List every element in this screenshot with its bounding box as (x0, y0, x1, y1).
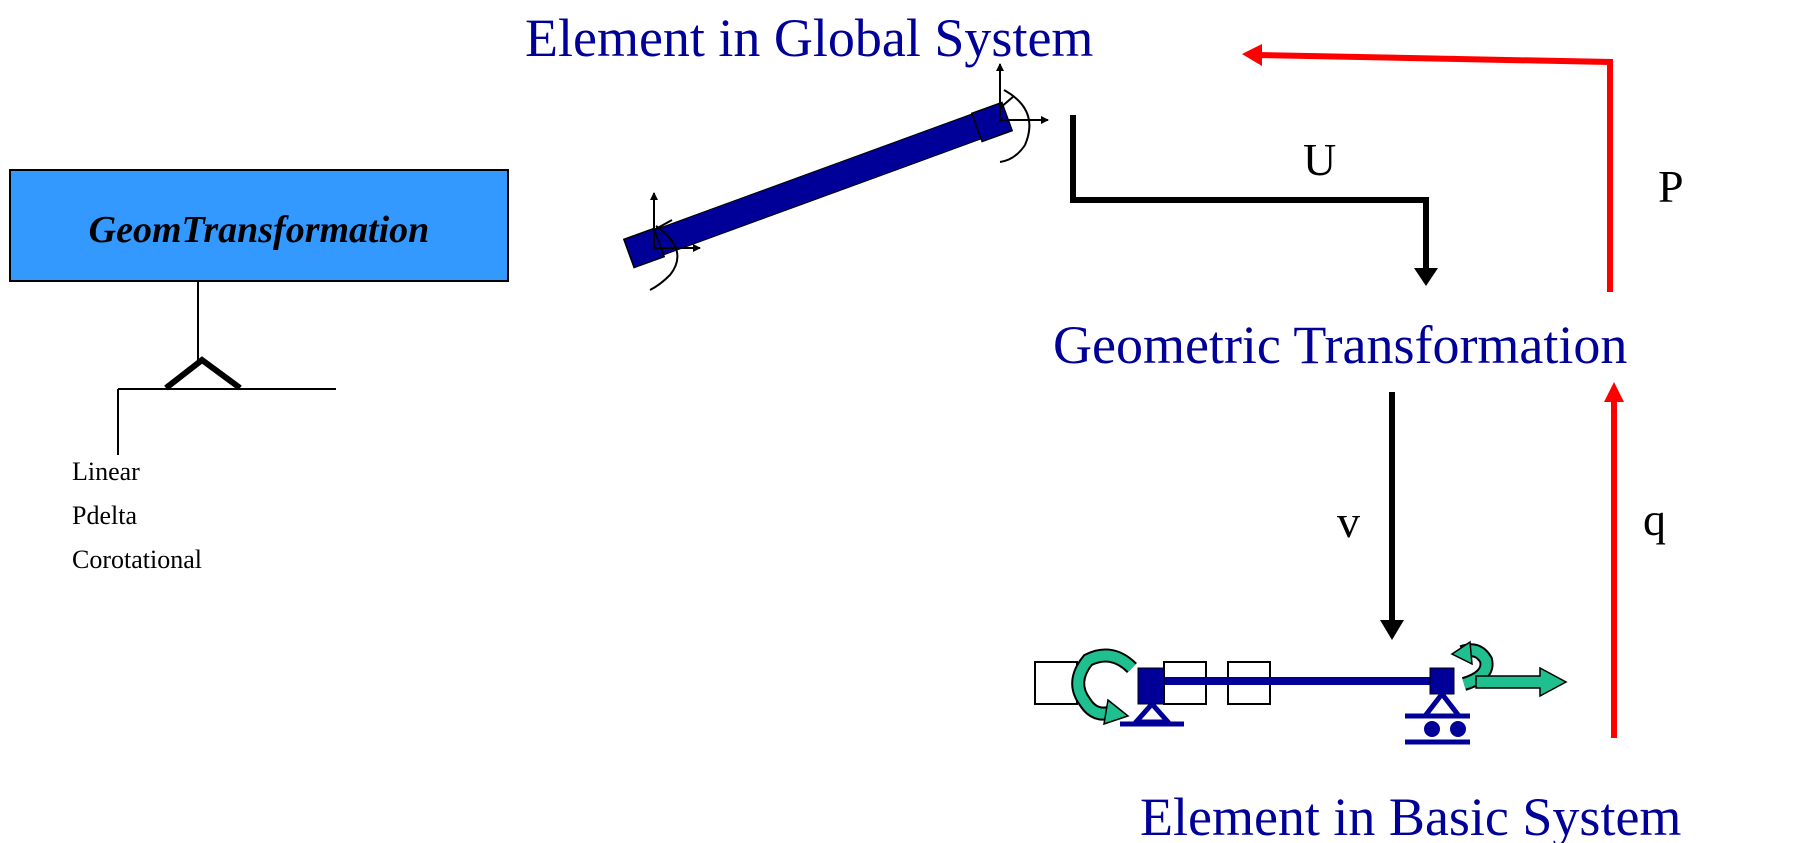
label-u: U (1303, 134, 1336, 185)
class-box (9, 169, 509, 282)
label-p: P (1658, 161, 1684, 212)
class-name: GeomTransformation (89, 209, 430, 251)
u-arrow (1070, 115, 1438, 286)
title-global-system: Element in Global System (525, 8, 1093, 68)
basic-element (1034, 640, 1568, 745)
title-geometric-transformation: Geometric Transformation (1053, 315, 1627, 375)
subclass-corotational: Corotational (72, 545, 202, 574)
global-element (622, 63, 1049, 291)
p-arrow (1242, 44, 1613, 292)
label-q: q (1643, 494, 1666, 545)
subclass-pdelta: Pdelta (72, 501, 137, 530)
label-v: v (1337, 496, 1360, 547)
subclass-linear: Linear (72, 457, 140, 486)
q-arrow (1604, 382, 1624, 738)
title-basic-system: Element in Basic System (1140, 787, 1681, 843)
inheritance-symbol (117, 281, 336, 455)
v-arrow (1380, 392, 1404, 640)
